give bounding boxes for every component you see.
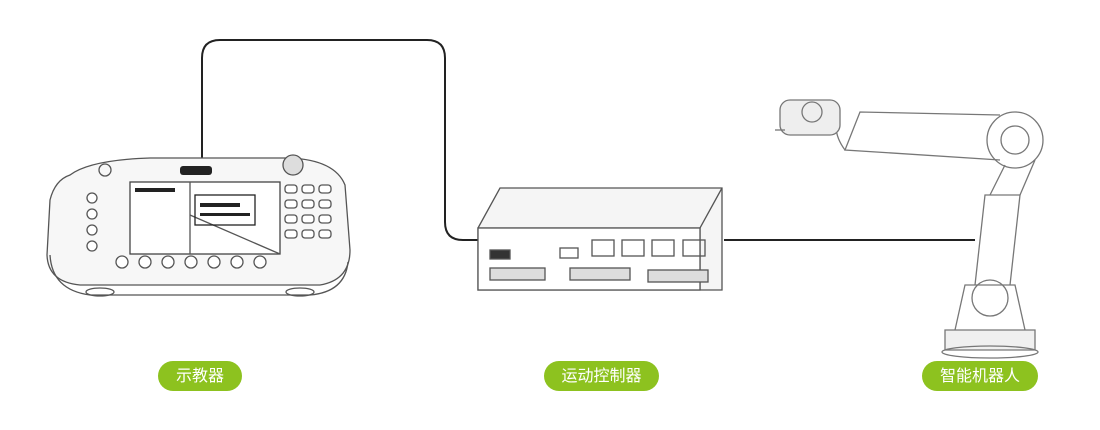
label-text: 示教器 <box>175 366 224 385</box>
label-text: 智能机器人 <box>939 366 1020 385</box>
teach-pendant-image <box>46 154 351 297</box>
label-teach-pendant: 示教器 <box>158 361 242 391</box>
industrial-robot-image <box>775 99 1044 359</box>
label-motion-controller: 运动控制器 <box>544 361 659 391</box>
label-text: 运动控制器 <box>561 366 642 385</box>
motion-controller-image <box>477 187 723 291</box>
label-intelligent-robot: 智能机器人 <box>922 361 1038 391</box>
cable-pendant-controller <box>201 39 478 241</box>
